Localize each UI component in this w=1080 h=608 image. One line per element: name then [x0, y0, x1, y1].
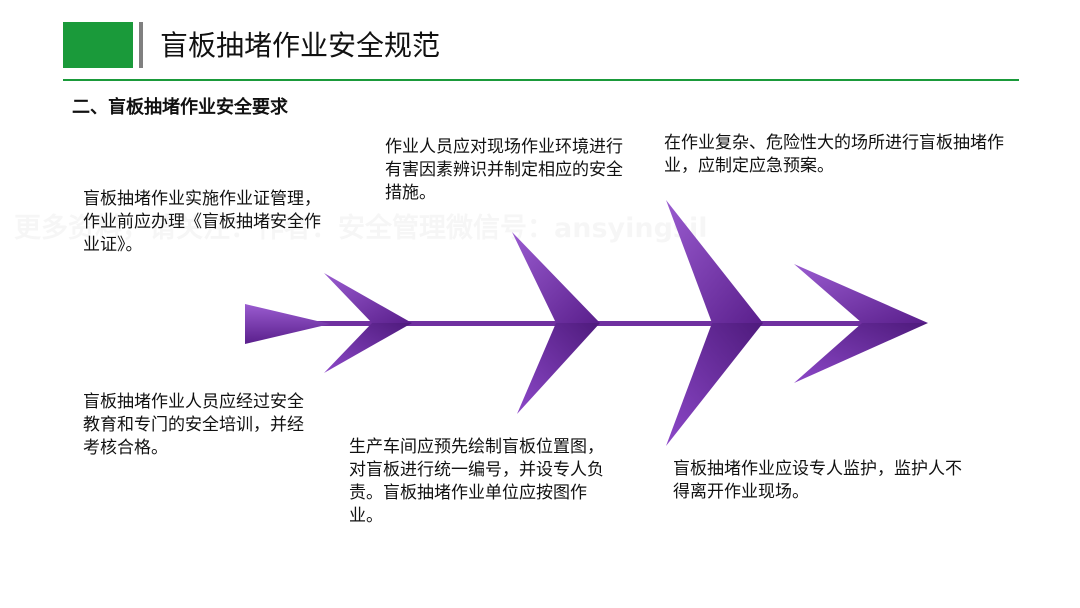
requirement-note-training: 盲板抽堵作业人员应经过安全教育和专门的安全培训，并经考核合格。: [83, 392, 304, 458]
fishbone-chevron-2: [512, 232, 600, 414]
header-accent-block: [63, 22, 133, 68]
requirement-note-supervision: 盲板抽堵作业应设专人监护，监护人不得离开作业现场。: [673, 459, 962, 502]
fishbone-tail-arrow: [245, 304, 330, 344]
fishbone-head-chevron: [794, 264, 928, 383]
header-separator: [139, 22, 143, 68]
fishbone-chevron-3: [666, 200, 763, 446]
header-rule: [63, 79, 1019, 81]
requirement-note-hazard-identification: 作业人员应对现场作业环境进行有害因素辨识并制定相应的安全措施。: [385, 137, 623, 203]
requirement-note-emergency-plan: 在作业复杂、危险性大的场所进行盲板抽堵作业，应制定应急预案。: [664, 133, 1004, 176]
requirement-note-blind-plate-map: 生产车间应预先绘制盲板位置图，对盲板进行统一编号，并设专人负责。盲板抽堵作业单位…: [349, 437, 604, 526]
fishbone-chevron-1: [324, 273, 412, 373]
section-title: 二、盲板抽堵作业安全要求: [72, 97, 288, 118]
page-title: 盲板抽堵作业安全规范: [160, 29, 441, 62]
requirement-note-work-permit: 盲板抽堵作业实施作业证管理，作业前应办理《盲板抽堵安全作业证》。: [83, 189, 321, 255]
